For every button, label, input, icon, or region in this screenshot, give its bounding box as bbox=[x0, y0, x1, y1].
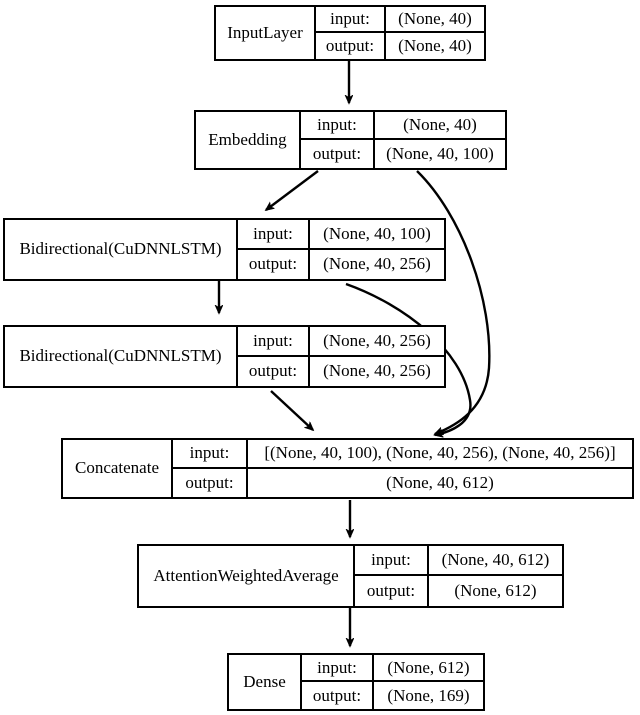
node-concatenate-output-value: (None, 40, 612) bbox=[386, 472, 494, 492]
node-embedding-io: input: (None, 40) output: (None, 40, 100… bbox=[301, 112, 505, 168]
node-inputlayer-io: input: (None, 40) output: (None, 40) bbox=[316, 7, 484, 59]
input-label: input: bbox=[238, 220, 310, 248]
node-dense-input-value: (None, 612) bbox=[387, 657, 470, 677]
node-bidirectional-cudnnlstm-2-label: Bidirectional(CuDNNLSTM) bbox=[5, 327, 238, 386]
node-inputlayer-output-value: (None, 40) bbox=[398, 36, 472, 55]
node-concatenate-input-row: input: [(None, 40, 100), (None, 40, 256)… bbox=[173, 440, 632, 469]
node-inputlayer-label: InputLayer bbox=[216, 7, 316, 59]
node-embedding-output-value: (None, 40, 100) bbox=[386, 144, 494, 163]
node-concatenate-output-row: output: (None, 40, 612) bbox=[173, 468, 632, 497]
node-bidirectional-cudnnlstm-1-output-value: (None, 40, 256) bbox=[323, 254, 431, 274]
node-attentionweightedaverage-label: AttentionWeightedAverage bbox=[139, 546, 355, 606]
input-label: input: bbox=[238, 327, 310, 355]
input-label: input: bbox=[355, 546, 429, 574]
node-bidirectional-cudnnlstm-1-output-row: output: (None, 40, 256) bbox=[238, 249, 444, 279]
node-bidirectional-cudnnlstm-2-output-value: (None, 40, 256) bbox=[323, 361, 431, 381]
node-concatenate-label: Concatenate bbox=[63, 440, 173, 497]
output-label: output: bbox=[355, 576, 429, 606]
input-label: input: bbox=[301, 112, 375, 138]
node-attentionweightedaverage-io: input: (None, 40, 612) output: (None, 61… bbox=[355, 546, 562, 606]
output-label: output: bbox=[301, 140, 375, 168]
node-attentionweightedaverage[interactable]: AttentionWeightedAverage input: (None, 4… bbox=[137, 544, 564, 608]
node-bidirectional-cudnnlstm-1-io: input: (None, 40, 100) output: (None, 40… bbox=[238, 220, 444, 279]
node-dense-input-row: input: (None, 612) bbox=[302, 655, 483, 682]
node-attentionweightedaverage-output-value: (None, 612) bbox=[454, 581, 537, 600]
node-attentionweightedaverage-output-row: output: (None, 612) bbox=[355, 576, 562, 606]
node-inputlayer-input-value: (None, 40) bbox=[398, 9, 472, 28]
edge-embedding-to-concatenate bbox=[416, 170, 491, 436]
node-inputlayer-output-row: output: (None, 40) bbox=[316, 33, 484, 59]
node-bidirectional-cudnnlstm-2-output-row: output: (None, 40, 256) bbox=[238, 356, 444, 386]
output-label: output: bbox=[238, 249, 310, 279]
node-bidirectional-cudnnlstm-2-input-value: (None, 40, 256) bbox=[323, 330, 431, 350]
edge-bilstm2-to-concatenate bbox=[270, 390, 313, 430]
node-dense-output-value: (None, 169) bbox=[387, 685, 470, 705]
output-label: output: bbox=[316, 33, 386, 59]
node-attentionweightedaverage-input-value: (None, 40, 612) bbox=[441, 550, 550, 569]
node-concatenate-io: input: [(None, 40, 100), (None, 40, 256)… bbox=[173, 440, 632, 497]
node-bidirectional-cudnnlstm-1-input-row: input: (None, 40, 100) bbox=[238, 220, 444, 250]
node-inputlayer[interactable]: InputLayer input: (None, 40) output: (No… bbox=[214, 5, 486, 61]
node-concatenate[interactable]: Concatenate input: [(None, 40, 100), (No… bbox=[61, 438, 634, 499]
node-embedding-input-row: input: (None, 40) bbox=[301, 112, 505, 140]
node-attentionweightedaverage-input-row: input: (None, 40, 612) bbox=[355, 546, 562, 576]
node-embedding-label: Embedding bbox=[196, 112, 301, 168]
node-bidirectional-cudnnlstm-2[interactable]: Bidirectional(CuDNNLSTM) input: (None, 4… bbox=[3, 325, 446, 388]
node-concatenate-input-value: [(None, 40, 100), (None, 40, 256), (None… bbox=[264, 443, 616, 463]
node-dense-label: Dense bbox=[229, 655, 302, 709]
node-embedding[interactable]: Embedding input: (None, 40) output: (Non… bbox=[194, 110, 507, 170]
node-bidirectional-cudnnlstm-2-io: input: (None, 40, 256) output: (None, 40… bbox=[238, 327, 444, 386]
output-label: output: bbox=[238, 356, 310, 386]
node-inputlayer-input-row: input: (None, 40) bbox=[316, 7, 484, 33]
edge-embedding-to-bilstm1 bbox=[266, 170, 319, 210]
output-label: output: bbox=[302, 682, 374, 709]
input-label: input: bbox=[316, 7, 386, 31]
node-bidirectional-cudnnlstm-1[interactable]: Bidirectional(CuDNNLSTM) input: (None, 4… bbox=[3, 218, 446, 281]
input-label: input: bbox=[173, 440, 248, 467]
node-bidirectional-cudnnlstm-1-input-value: (None, 40, 100) bbox=[323, 223, 431, 243]
node-embedding-input-value: (None, 40) bbox=[403, 115, 477, 134]
node-dense-output-row: output: (None, 169) bbox=[302, 682, 483, 709]
node-bidirectional-cudnnlstm-2-input-row: input: (None, 40, 256) bbox=[238, 327, 444, 357]
node-bidirectional-cudnnlstm-1-label: Bidirectional(CuDNNLSTM) bbox=[5, 220, 238, 279]
input-label: input: bbox=[302, 655, 374, 680]
output-label: output: bbox=[173, 468, 248, 497]
node-dense-io: input: (None, 612) output: (None, 169) bbox=[302, 655, 483, 709]
node-embedding-output-row: output: (None, 40, 100) bbox=[301, 140, 505, 168]
node-dense[interactable]: Dense input: (None, 612) output: (None, … bbox=[227, 653, 485, 711]
